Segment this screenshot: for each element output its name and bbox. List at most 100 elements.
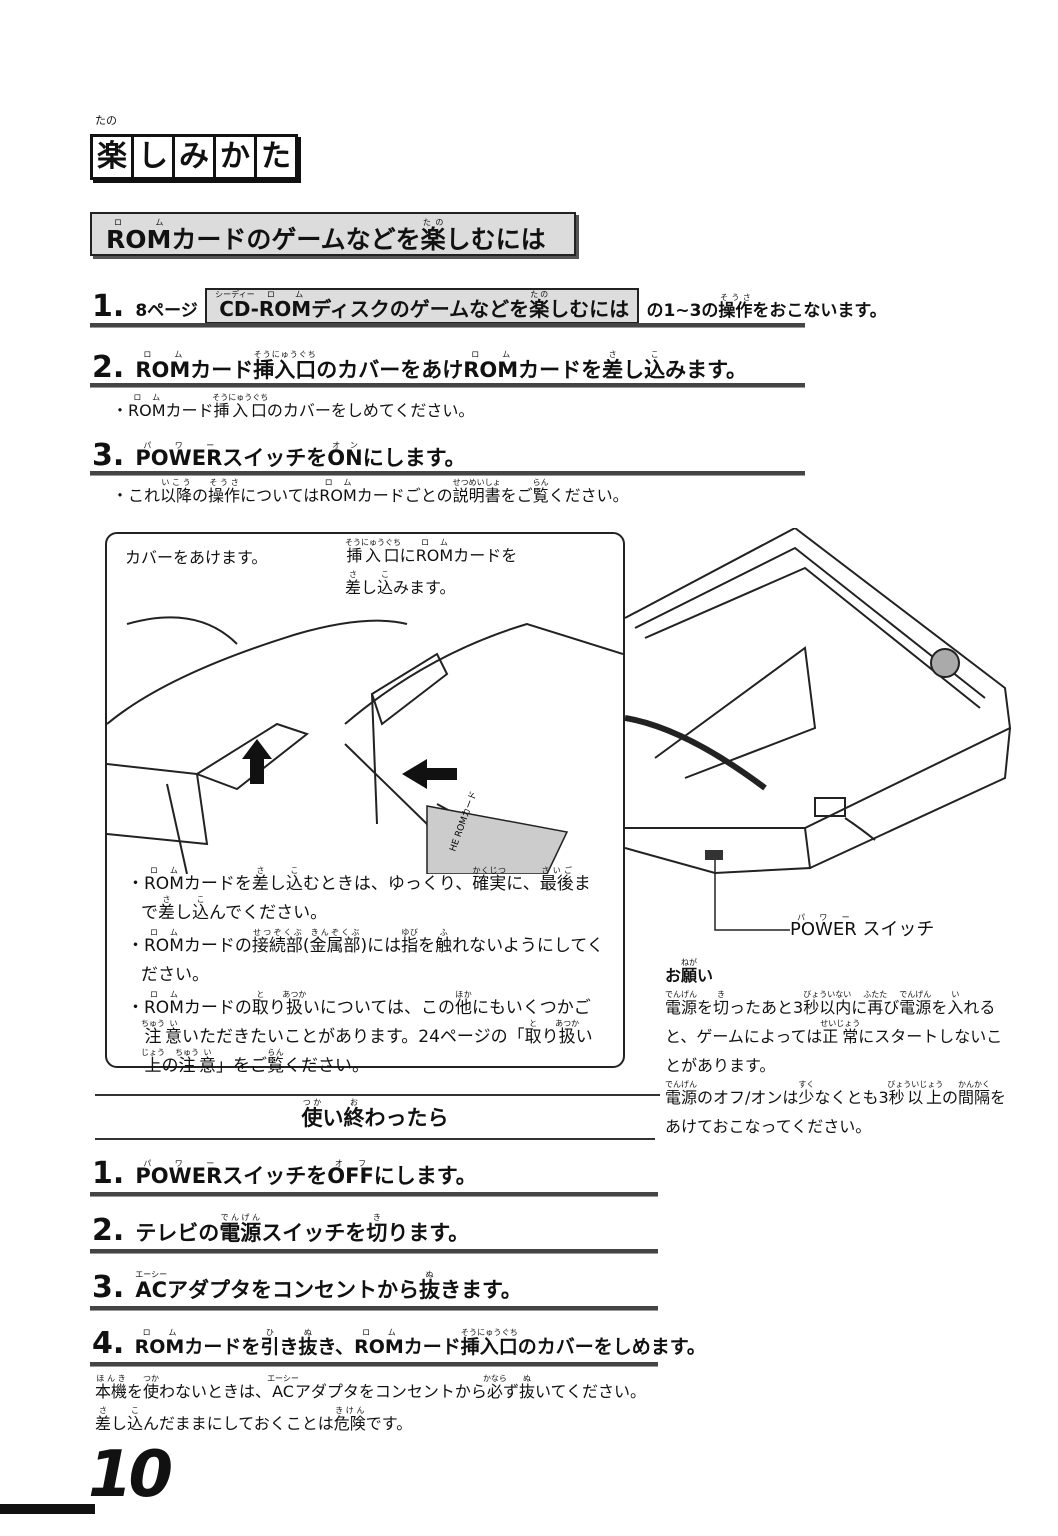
ruby-word: 本機ほんき bbox=[95, 1374, 128, 1401]
ruby-word: 使つか bbox=[143, 1374, 160, 1401]
ruby-word: 意い bbox=[165, 1019, 182, 1047]
furigana: エーシー bbox=[135, 1270, 168, 1279]
furigana: ロム bbox=[135, 350, 191, 359]
furigana: こ bbox=[285, 866, 303, 875]
furigana: ふ bbox=[435, 928, 453, 937]
furigana: ぬ bbox=[298, 1328, 318, 1337]
step-text: テレビの電源でんげんスイッチを切きります。 bbox=[135, 1213, 470, 1245]
divider bbox=[90, 323, 805, 328]
furigana: オン bbox=[327, 441, 363, 450]
furigana: シーディー bbox=[215, 290, 255, 299]
furigana: ほんき bbox=[95, 1374, 127, 1383]
furigana: さいご bbox=[539, 866, 574, 875]
illustration-label: カバーをあけます。 bbox=[125, 548, 268, 567]
step-2: 2. ROMロムカード挿入口そうにゅうぐちのカバーをあけROMロムカードを差さし… bbox=[92, 350, 747, 385]
ruby-word: 切き bbox=[366, 1213, 388, 1245]
ruby-word: 込こ bbox=[285, 866, 303, 894]
furigana: ロム bbox=[319, 478, 357, 487]
furigana: ほか bbox=[455, 990, 473, 999]
ruby-word: POWERパワー bbox=[135, 441, 223, 470]
ruby-word: 入い bbox=[947, 990, 964, 1017]
furigana: こ bbox=[192, 895, 209, 904]
furigana: ひ bbox=[260, 1328, 280, 1337]
furigana: きんぞくぶ bbox=[309, 928, 361, 937]
footer-notes: 本機ほんきを使つかわないときは、ACエーシーアダプタをコンセントから必かならず抜… bbox=[95, 1374, 646, 1438]
ruby-word: 注ちゅう bbox=[141, 1019, 165, 1047]
ruby-word: CDシーディー bbox=[215, 290, 255, 321]
furigana: さ bbox=[95, 1406, 111, 1415]
ruby-word: 抜ぬ bbox=[518, 1374, 535, 1401]
ruby-word: 覧らん bbox=[267, 1048, 284, 1076]
furigana: い bbox=[165, 1019, 182, 1028]
furigana: びょういじょう bbox=[887, 1080, 944, 1089]
furigana: ロム bbox=[354, 1328, 404, 1337]
ruby-word: 覧らん bbox=[532, 478, 549, 505]
ruby-word: ROMロム bbox=[106, 218, 172, 254]
furigana: ゆび bbox=[401, 928, 419, 937]
ruby-word: 操作そうさ bbox=[208, 478, 241, 505]
ruby-word: 挿入口そうにゅうぐち bbox=[253, 350, 317, 382]
request-paragraph: 電源でんげんを切きったあと3秒以内びょういないに再ふたたび電源でんげんを入いれる… bbox=[665, 990, 1003, 1075]
ruby-word: POWERパワー bbox=[790, 913, 857, 940]
request-note: お願ねがい 電源でんげんを切きったあと3秒以内びょういないに再ふたたび電源でんげ… bbox=[665, 958, 1010, 1141]
caution-list: ・ROMロムカードを差さし込こむときは、ゆっくり、確実かくじつに、最後さいごまで… bbox=[127, 866, 607, 1081]
ruby-word: 危険きけん bbox=[333, 1406, 366, 1433]
ruby-word: 注ちゅう bbox=[175, 1048, 199, 1076]
step-3: 3. POWERパワースイッチをONオンにします。 bbox=[92, 438, 466, 473]
furigana: たの bbox=[420, 218, 446, 227]
furigana: かく bbox=[974, 1080, 991, 1089]
furigana: たの bbox=[529, 290, 550, 299]
furigana: でんげん bbox=[665, 990, 698, 999]
ruby-word: 込こ bbox=[127, 1406, 144, 1433]
step-number: 1. bbox=[92, 289, 125, 324]
furigana: そうにゅうぐち bbox=[345, 538, 401, 547]
ruby-word: 引ひ bbox=[260, 1328, 280, 1358]
ruby-word: ONオン bbox=[327, 441, 363, 470]
leader-line bbox=[714, 860, 790, 931]
furigana: そうにゅうぐち bbox=[460, 1328, 518, 1337]
furigana: いこう bbox=[160, 478, 193, 487]
furigana: こ bbox=[644, 350, 666, 359]
arrow-up-icon bbox=[242, 739, 272, 784]
furigana: かん bbox=[957, 1080, 974, 1089]
ruby-word: OFFオフ bbox=[327, 1159, 374, 1188]
ruby-word: 説明書せつめいしょ bbox=[452, 478, 501, 505]
console-illustration bbox=[625, 528, 1012, 931]
power-switch-label: POWERパワー スイッチ bbox=[790, 913, 935, 940]
ruby-word: 電源でんげん bbox=[665, 990, 698, 1017]
ruby-word: 取と bbox=[524, 1019, 542, 1047]
furigana: さ bbox=[251, 866, 269, 875]
end-step-1: 1. POWERパワースイッチをOFFオフにします。 bbox=[92, 1156, 477, 1191]
ruby-word: 少すく bbox=[798, 1080, 815, 1107]
furigana: ロム bbox=[144, 990, 184, 999]
title-ruby: たの bbox=[95, 114, 117, 127]
furigana: ぬ bbox=[418, 1270, 440, 1279]
title-char: 楽 bbox=[90, 134, 134, 180]
ruby-word: 正常せいじょう bbox=[820, 1019, 861, 1046]
page-number: 10 bbox=[88, 1438, 173, 1512]
request-heading: お願ねがい bbox=[665, 958, 714, 985]
request-paragraph: 電源でんげんのオフ/オンは少すくなくとも3秒以上びょういじょうの間かん隔かくをあ… bbox=[665, 1080, 1007, 1136]
furigana: お bbox=[343, 1098, 365, 1107]
section-heading: ROMロムカードのゲームなどを楽たのしむには bbox=[90, 212, 576, 256]
furigana: ロム bbox=[134, 1328, 185, 1337]
furigana: きけん bbox=[333, 1406, 366, 1415]
ruby-word: 電源でんげん bbox=[899, 990, 932, 1017]
ruby-word: ROMロム bbox=[144, 990, 184, 1018]
step-text: POWERパワースイッチをONオンにします。 bbox=[135, 441, 466, 470]
ruby-word: 楽たの bbox=[529, 290, 550, 321]
caution-item: ・ROMロムカードを差さし込こむときは、ゆっくり、確実かくじつに、最後さいごまで… bbox=[127, 866, 591, 923]
furigana: せいじょう bbox=[820, 1019, 861, 1028]
furigana: ロム bbox=[106, 218, 172, 227]
step-text: ACエーシーアダプタをコンセントから抜ぬきます。 bbox=[135, 1270, 522, 1302]
ruby-word: 使つか bbox=[301, 1098, 323, 1130]
ruby-word: 差さ bbox=[251, 866, 269, 894]
ruby-word: 挿入口そうにゅうぐち bbox=[460, 1328, 518, 1358]
step-text: ROMロムカード挿入口そうにゅうぐちのカバーをあけROMロムカードを差さし込こみ… bbox=[135, 350, 748, 382]
furigana: あつか bbox=[282, 990, 307, 999]
furigana: と bbox=[524, 1019, 542, 1028]
page-number-bar bbox=[0, 1504, 95, 1514]
ruby-word: ROMロム bbox=[463, 350, 519, 382]
ruby-word: 抜ぬ bbox=[298, 1328, 318, 1358]
power-button-icon bbox=[930, 648, 960, 678]
